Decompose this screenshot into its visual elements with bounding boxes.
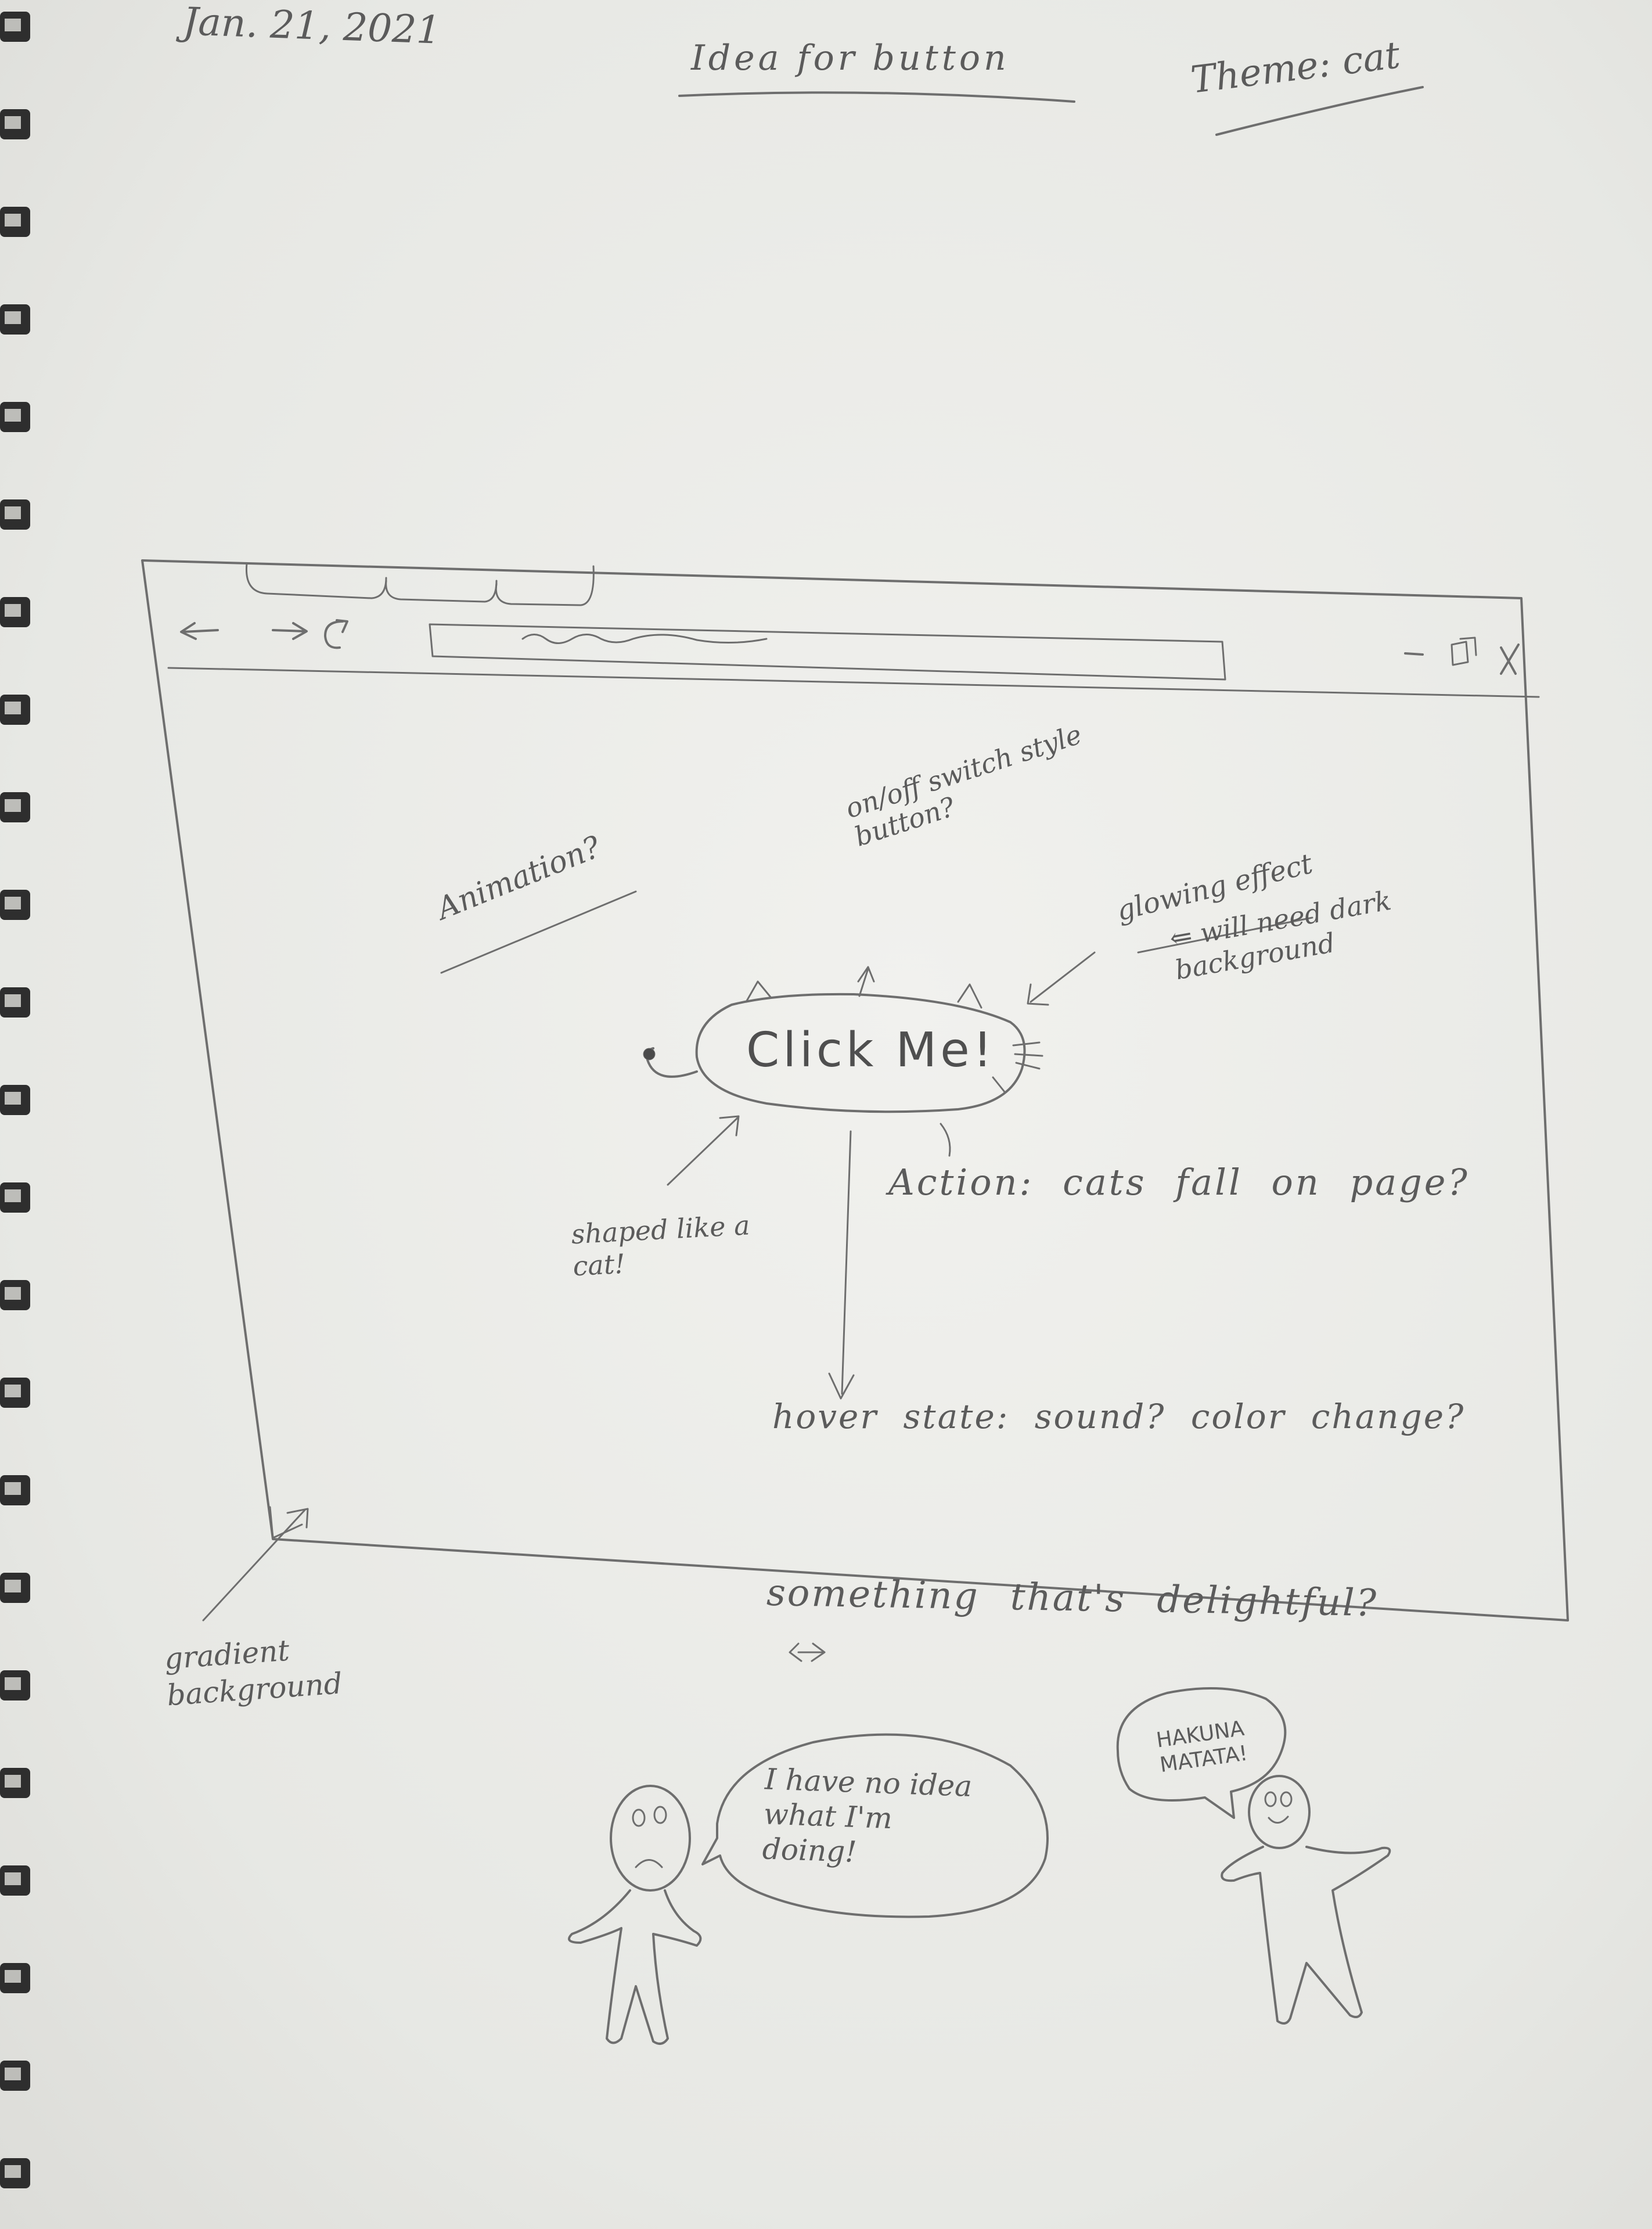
reload-icon [324, 619, 348, 649]
cat-tail-tip [643, 1048, 656, 1060]
happy-stick-figure [1221, 1775, 1391, 2025]
cat-button-outline [695, 993, 1026, 1113]
note-shaped-like-cat: shaped like a cat! [570, 1209, 751, 1282]
close-icon [1500, 643, 1520, 675]
note-action: Action: cats fall on page? [888, 1161, 1470, 1203]
tab-2 [385, 580, 498, 603]
worried-head [610, 1785, 691, 1892]
address-bar [429, 623, 1226, 681]
click-me-button[interactable]: Click Me! [746, 1023, 996, 1078]
tab-1 [245, 562, 387, 599]
arrow-hover [828, 1130, 855, 1400]
theme-underline [1215, 86, 1424, 136]
resize-corner [269, 1506, 303, 1539]
right-speech-bubble [1116, 1687, 1287, 1819]
note-delightful: something that's delightful? [766, 1571, 1379, 1626]
restore-icon [1451, 637, 1477, 666]
cat-ear-left [745, 980, 772, 1003]
arrow-switch [857, 966, 875, 997]
cat-foot [940, 1123, 951, 1157]
worried-body [568, 1889, 702, 2045]
worried-stick-figure [568, 1785, 702, 2045]
arrow-glow [1027, 951, 1096, 1006]
left-speech-bubble [701, 1733, 1049, 1918]
title-underline [678, 91, 1075, 103]
forward-arrow-icon [272, 622, 308, 640]
sketch-title: Idea for button [691, 38, 1010, 78]
cat-button-sketch [643, 980, 1043, 1157]
left-speech-text: I have no idea what I'm doing! [762, 1762, 973, 1869]
toolbar-divider [167, 667, 1540, 698]
happy-body [1221, 1846, 1391, 2025]
glowing-underline [1137, 916, 1313, 954]
browser-window [141, 559, 1569, 1622]
happy-head [1248, 1775, 1311, 1849]
note-hover-state: hover state: sound? color change? [772, 1397, 1466, 1436]
back-arrow-icon [180, 622, 219, 640]
tab-3 [495, 565, 595, 606]
minimize-icon [1404, 652, 1424, 656]
address-squiggle [521, 634, 768, 644]
animation-underline [440, 890, 637, 974]
note-gradient-background: gradient background [163, 1633, 344, 1712]
arrow-shaped [667, 1115, 740, 1186]
spiral-binding [0, 12, 30, 2188]
cat-ear-right [957, 983, 982, 1009]
cat-whiskers [992, 1041, 1043, 1093]
delightful-sub-arrow-icon [789, 1642, 826, 1662]
arrow-gradient [202, 1508, 309, 1622]
